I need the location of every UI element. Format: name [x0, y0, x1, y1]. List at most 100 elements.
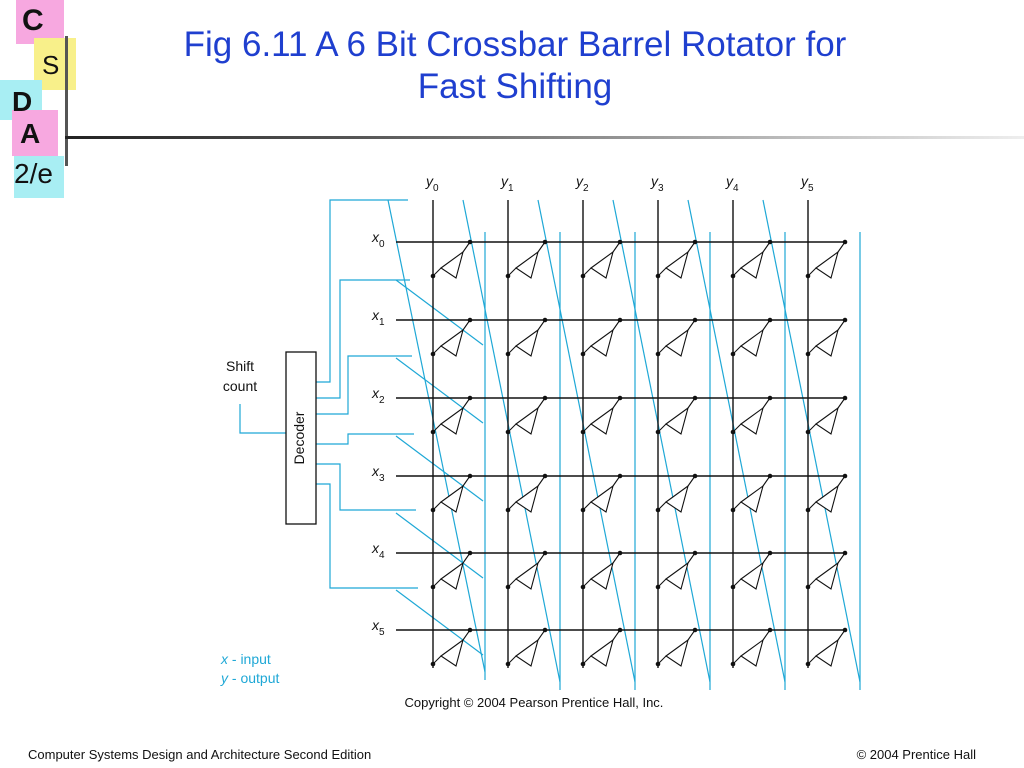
slide-title-line-1: Fig 6.11 A 6 Bit Crossbar Barrel Rotator…	[183, 25, 847, 64]
switch-input-node	[542, 627, 548, 633]
switch-output-node	[580, 584, 586, 590]
output-label-y0-sub: 0	[433, 183, 439, 194]
switch-buffer-triangle	[740, 561, 764, 590]
switch-r5-c5	[805, 627, 848, 667]
title-underline-rule	[65, 136, 1024, 139]
output-label-y3-sub: 3	[658, 183, 664, 194]
switch-buffer-triangle	[590, 328, 614, 357]
switch-r1-c5	[805, 317, 848, 357]
switch-input-node	[467, 550, 473, 556]
switch-buffer-triangle	[590, 406, 614, 435]
switch-r2-c5	[805, 395, 848, 435]
logo-box-cyan-edition	[14, 156, 64, 198]
switch-r2-c2	[580, 395, 623, 435]
switch-output-node	[430, 429, 436, 435]
output-label-y1: y1	[500, 173, 514, 194]
logo-vertical-rule	[65, 36, 68, 166]
output-label-y2-var: y	[575, 173, 584, 189]
switch-output-node	[805, 661, 811, 667]
switch-buffer-triangle	[815, 638, 839, 667]
switch-output-node	[505, 507, 511, 513]
input-label-x3-sub: 3	[379, 473, 385, 484]
switch-r4-c0	[430, 550, 473, 590]
switch-output-node	[430, 273, 436, 279]
switch-buffer-triangle	[440, 250, 464, 279]
input-label-x1-var: x	[371, 307, 380, 323]
switch-r2-c4	[730, 395, 773, 435]
crossbar-switches	[430, 239, 848, 667]
switch-output-node	[805, 273, 811, 279]
diagonal-control-4	[687, 199, 786, 683]
switch-buffer-triangle	[590, 250, 614, 279]
slide-title-line-2: Fast Shifting	[417, 67, 613, 106]
switch-buffer-triangle	[665, 561, 689, 590]
switch-output-node	[580, 507, 586, 513]
switch-buffer-triangle	[815, 406, 839, 435]
diagonal-control-3	[612, 199, 711, 683]
switch-input-node	[542, 395, 548, 401]
switch-input-node	[617, 317, 623, 323]
switch-output-node	[655, 429, 661, 435]
switch-buffer-triangle	[515, 250, 539, 279]
switch-input-node	[617, 550, 623, 556]
output-label-y2: y2	[575, 173, 589, 194]
output-label-y0-var: y	[425, 173, 434, 189]
switch-r3-c3	[655, 473, 698, 513]
input-label-x5-sub: 5	[379, 627, 385, 638]
decoder-control-wire-3	[316, 433, 414, 445]
switch-input-node	[842, 550, 848, 556]
row-diagonal-control-3	[395, 435, 484, 502]
switch-input-node	[467, 473, 473, 479]
input-label-x0-sub: 0	[379, 239, 385, 250]
switch-input-node	[692, 239, 698, 245]
decoder-control-wire-4	[316, 463, 416, 511]
logo-letter-c: C	[22, 4, 44, 37]
decoder-control-wire-5	[316, 483, 418, 589]
input-label-x1-sub: 1	[379, 317, 385, 328]
switch-buffer-triangle	[815, 328, 839, 357]
switch-input-node	[542, 239, 548, 245]
input-label-x2-var: x	[371, 385, 380, 401]
input-label-x3: x3	[371, 463, 385, 484]
switch-output-node	[655, 507, 661, 513]
switch-buffer-triangle	[440, 406, 464, 435]
output-label-y3-var: y	[650, 173, 659, 189]
switch-input-node	[617, 239, 623, 245]
switch-buffer-triangle	[440, 561, 464, 590]
switch-buffer-triangle	[665, 406, 689, 435]
switch-r2-c0	[430, 395, 473, 435]
diagonal-control-5	[762, 199, 861, 683]
switch-output-node	[580, 351, 586, 357]
switch-buffer-triangle	[665, 484, 689, 513]
switch-r5-c0	[430, 627, 473, 667]
switch-buffer-triangle	[590, 561, 614, 590]
switch-r5-c3	[655, 627, 698, 667]
switch-input-node	[767, 317, 773, 323]
switch-buffer-triangle	[515, 406, 539, 435]
legend-input-var: x	[220, 651, 229, 667]
switch-output-node	[505, 273, 511, 279]
figure-copyright: Copyright © 2004 Pearson Prentice Hall, …	[405, 695, 664, 710]
switch-buffer-triangle	[740, 250, 764, 279]
switch-r3-c0	[430, 473, 473, 513]
switch-output-node	[505, 661, 511, 667]
output-label-y3: y3	[650, 173, 664, 194]
output-label-y5: y5	[800, 173, 814, 194]
input-label-x0: x0	[371, 229, 385, 250]
legend-output: y - output	[220, 670, 279, 686]
diagonal-control-0	[387, 199, 486, 673]
switch-r4-c5	[805, 550, 848, 590]
switch-input-node	[842, 395, 848, 401]
switch-r5-c2	[580, 627, 623, 667]
switch-output-node	[655, 584, 661, 590]
switch-output-node	[805, 429, 811, 435]
shift-count-label-line-2: count	[223, 378, 257, 394]
switch-buffer-triangle	[590, 484, 614, 513]
input-label-x0-var: x	[371, 229, 380, 245]
switch-r0-c2	[580, 239, 623, 279]
decoder-control-wire-0	[316, 199, 408, 383]
output-label-y1-var: y	[500, 173, 509, 189]
switch-input-node	[842, 317, 848, 323]
output-label-y1-sub: 1	[508, 183, 514, 194]
logo-edition: 2/e	[14, 158, 53, 189]
